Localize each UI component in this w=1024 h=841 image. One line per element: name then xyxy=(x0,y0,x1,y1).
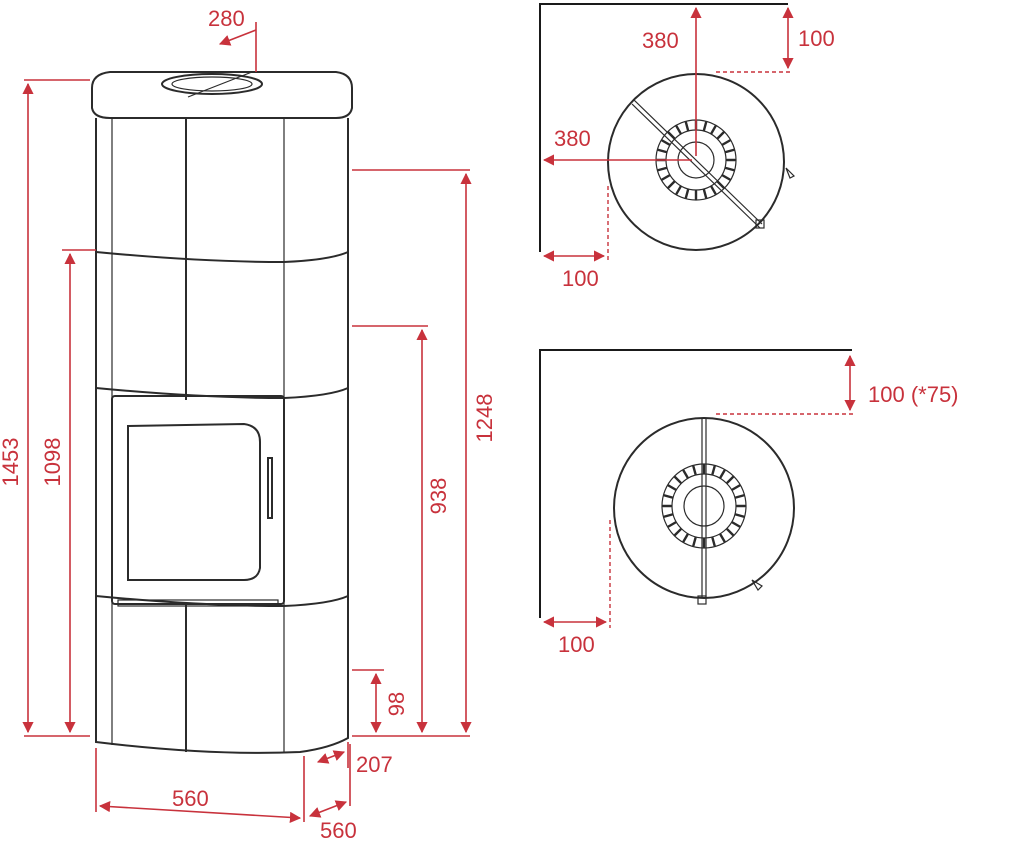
grate-slot xyxy=(661,174,671,181)
wall-plan-dimensions: 100 (*75) 100 xyxy=(542,354,959,657)
grate-slot xyxy=(702,188,708,199)
grate-slot xyxy=(682,469,689,479)
grate-slot xyxy=(716,131,725,140)
grate-slot xyxy=(724,166,735,172)
dim-width-560: 560 xyxy=(172,786,209,811)
grate-slot xyxy=(734,494,745,499)
grate-slot xyxy=(682,533,689,543)
grate-slot xyxy=(692,536,697,547)
grate-slot xyxy=(667,521,677,528)
grate-slot xyxy=(726,475,735,484)
grate-slot xyxy=(710,124,717,135)
grate-slot xyxy=(721,139,731,146)
stove-front-view xyxy=(91,71,353,754)
grate-slot xyxy=(710,185,717,196)
dim-98: 98 xyxy=(384,692,409,716)
grate-slot xyxy=(684,121,690,132)
corner-plan-dimensions: 380 100 380 100 xyxy=(542,6,835,291)
dim-flue-280: 280 xyxy=(208,6,245,31)
dim-1098: 1098 xyxy=(40,438,65,487)
wall-plan-grate-slots xyxy=(661,463,747,549)
grate-slot xyxy=(675,185,682,196)
front-dimensions: 280 1453 1098 1248 938 98 207 560 xyxy=(0,6,497,841)
grate-slot xyxy=(716,180,725,189)
grate-slot xyxy=(724,148,735,154)
grate-slot xyxy=(667,484,677,491)
grate-slot xyxy=(711,536,716,547)
grate-slot xyxy=(702,121,708,132)
grate-slot xyxy=(673,528,682,537)
dim-wall-100-75-top: 100 (*75) xyxy=(868,382,959,407)
grate-slot xyxy=(721,174,731,181)
dim-corner-100-top: 100 xyxy=(798,26,835,51)
grate-slot xyxy=(663,513,674,518)
grate-slot xyxy=(692,465,697,476)
dim-corner-380-left: 380 xyxy=(554,126,591,151)
dim-depth-560: 560 xyxy=(320,818,357,841)
dim-207: 207 xyxy=(356,752,393,777)
dim-corner-100-left: 100 xyxy=(562,266,599,291)
grate-slot xyxy=(731,484,741,491)
grate-slot xyxy=(684,188,690,199)
grate-slot xyxy=(719,469,726,479)
dim-corner-380-top: 380 xyxy=(642,28,679,53)
grate-slot xyxy=(726,528,735,537)
grate-slot xyxy=(661,139,671,146)
grate-slot xyxy=(667,131,676,140)
dim-total-height: 1453 xyxy=(0,438,23,487)
grate-slot xyxy=(711,465,716,476)
grate-slot xyxy=(657,166,668,172)
grate-slot xyxy=(734,513,745,518)
dim-wall-100-left: 100 xyxy=(558,632,595,657)
grate-slot xyxy=(657,148,668,154)
dim-1248: 1248 xyxy=(472,394,497,443)
grate-slot xyxy=(675,124,682,135)
wall-installation-plan xyxy=(539,349,852,618)
dim-938: 938 xyxy=(426,478,451,515)
grate-slot xyxy=(663,494,674,499)
grate-slot xyxy=(719,533,726,543)
grate-slot xyxy=(673,475,682,484)
grate-slot xyxy=(667,180,676,189)
grate-slot xyxy=(731,521,741,528)
